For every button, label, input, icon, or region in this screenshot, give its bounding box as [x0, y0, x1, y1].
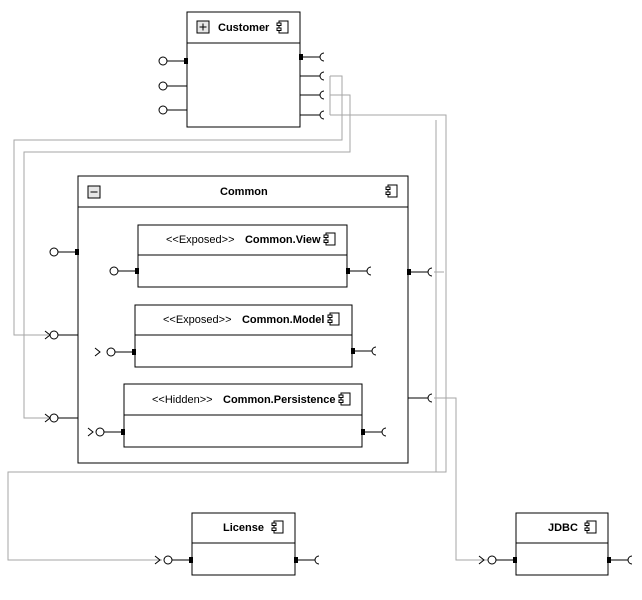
common-persistence-component[interactable]: <<Hidden>> Common.Persistence [87, 383, 387, 448]
minus-box-icon[interactable] [87, 185, 101, 199]
license-component[interactable]: License [154, 512, 320, 576]
model-stereotype: <<Exposed>> [163, 314, 232, 326]
svg-text:<<Hidden>> Common.Persis: <<Hidden>> Common.Persistence [152, 390, 336, 407]
model-title: Common.Model [242, 314, 325, 326]
common-provided-ports [44, 247, 79, 423]
persistence-stereotype: <<Hidden>> [152, 394, 213, 406]
common-required-ports [407, 267, 433, 403]
component-icon [385, 184, 398, 198]
view-stereotype: <<Exposed>> [166, 234, 235, 246]
component-icon [276, 20, 289, 34]
component-icon [584, 520, 597, 534]
component-icon [323, 232, 336, 246]
jdbc-title: JDBC [548, 522, 578, 534]
customer-provided-ports [158, 56, 188, 115]
view-title: Common.View [245, 234, 321, 246]
common-model-component[interactable]: <<Exposed>> Common.Model [94, 304, 377, 368]
customer-title: Customer [218, 22, 270, 34]
plus-box-icon[interactable] [196, 20, 210, 34]
component-icon [271, 520, 284, 534]
customer-required-ports [299, 52, 325, 120]
common-view-component[interactable]: <<Exposed>> Common.View [109, 224, 372, 288]
component-icon [338, 392, 351, 406]
jdbc-component[interactable]: JDBC [478, 512, 633, 576]
svg-text:<<Exposed>> Common.Model: <<Exposed>> Common.Model [163, 310, 324, 327]
svg-text:<<Exposed>> Common.View: <<Exposed>> Common.View [166, 230, 321, 247]
customer-component[interactable]: Customer [186, 11, 301, 128]
license-title: License [223, 522, 264, 534]
component-icon [327, 312, 340, 326]
common-title: Common [220, 186, 268, 198]
persistence-title: Common.Persistence [223, 394, 335, 406]
